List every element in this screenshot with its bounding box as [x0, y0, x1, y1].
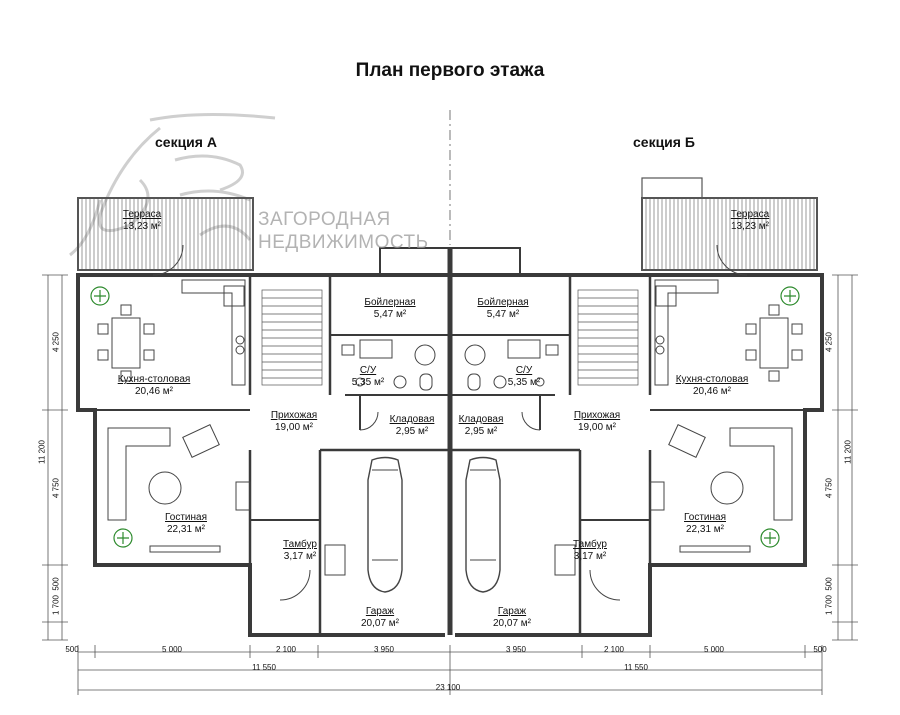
dim-right-2: 4 750 — [824, 477, 834, 499]
watermark-line-1: ЗАГОРОДНАЯ — [258, 209, 391, 230]
room-name: Прихожая — [270, 410, 318, 421]
room-area: 3,17 м² — [283, 551, 317, 562]
dim-bottom-7: 5 000 — [703, 645, 725, 654]
room-name: Прихожая — [573, 410, 621, 421]
room-area: 13,23 м² — [122, 221, 162, 232]
room-name: Гараж — [365, 606, 395, 617]
section-a-label: секция А — [155, 134, 217, 150]
dim-bottom-8: 500 — [813, 645, 827, 654]
room-name: Гостиная — [684, 512, 726, 523]
dim-left-total: 11 200 — [37, 440, 47, 464]
room-area: 20,46 м² — [134, 386, 173, 397]
room-area: 5,47 м² — [373, 309, 407, 320]
room-area: 2,95 м² — [395, 426, 429, 437]
room-area: 19,00 м² — [577, 422, 616, 433]
room-name: Бойлерная — [364, 297, 416, 308]
room-area: 20,07 м² — [492, 618, 532, 629]
dim-bottom-1: 500 — [65, 645, 79, 654]
room-area: 5,47 м² — [486, 309, 520, 320]
room-name: Тамбур — [283, 539, 317, 550]
room-name: С/У — [515, 365, 533, 376]
dim-bottom-6: 2 100 — [603, 645, 625, 654]
dim-left-4: 500 — [51, 577, 61, 591]
terraces — [77, 177, 818, 271]
dim-left-2: 4 750 — [51, 477, 61, 499]
dim-bottom-3: 2 100 — [275, 645, 297, 654]
room-area: 19,00 м² — [274, 422, 313, 433]
dim-right-1: 4 250 — [824, 331, 834, 353]
section-b-label: секция Б — [633, 134, 695, 150]
room-area: 13,23 м² — [730, 221, 770, 232]
stairs — [261, 289, 639, 386]
room-name: Бойлерная — [477, 297, 529, 308]
room-name: Терраса — [730, 209, 770, 220]
room-name: Гостиная — [165, 512, 207, 523]
dim-bottom-4: 3 950 — [373, 645, 395, 654]
furniture — [97, 244, 803, 601]
room-name: Кухня-столовая — [675, 374, 749, 385]
room-area: 22,31 м² — [166, 524, 206, 535]
dim-bottom-5: 3 950 — [505, 645, 527, 654]
dim-right-total: 11 200 — [843, 440, 853, 464]
room-name: Тамбур — [573, 539, 607, 550]
room-area: 3,17 м² — [573, 551, 607, 562]
plan-title: План первого этажа — [355, 60, 545, 81]
room-name: Кухня-столовая — [117, 374, 191, 385]
watermark-text: ЗАГОРОДНАЯ НЕДВИЖИМОСТЬ — [258, 208, 429, 254]
room-area: 5,35 м² — [351, 377, 385, 388]
walls — [76, 247, 824, 637]
room-area: 20,07 м² — [360, 618, 400, 629]
dim-left-1: 4 250 — [51, 331, 61, 353]
room-name: Кладовая — [458, 414, 504, 425]
dim-half-b: 11 550 — [624, 663, 648, 672]
room-area: 20,46 м² — [692, 386, 731, 397]
room-name: Гараж — [497, 606, 527, 617]
dim-bottom-2: 5 000 — [161, 645, 183, 654]
room-name: Кладовая — [389, 414, 435, 425]
dimension-lines — [42, 110, 858, 695]
watermark-line-2: НЕДВИЖИМОСТЬ — [258, 232, 429, 253]
dim-right-3: 1 700 — [824, 594, 834, 616]
room-name: Терраса — [122, 209, 162, 220]
room-name: С/У — [359, 365, 377, 376]
dim-right-4: 500 — [824, 577, 834, 591]
room-area: 5,35 м² — [507, 377, 541, 388]
plants — [90, 286, 800, 548]
room-area: 22,31 м² — [685, 524, 725, 535]
room-area: 2,95 м² — [464, 426, 498, 437]
dim-left-3: 1 700 — [51, 594, 61, 616]
dim-total: 23 100 — [435, 683, 461, 692]
dim-half-a: 11 550 — [252, 663, 276, 672]
